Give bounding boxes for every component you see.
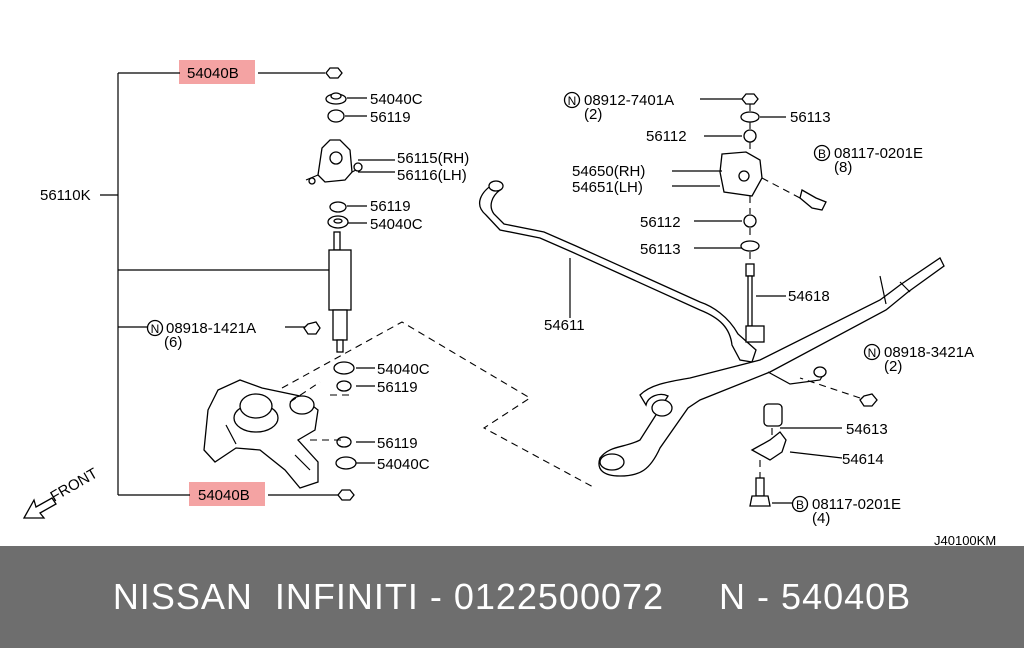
label-08117-bottom: 08117-0201E xyxy=(812,496,901,513)
label-54040c-4: 54040C xyxy=(377,456,430,473)
label-54651: 54651(LH) xyxy=(572,179,643,196)
shock-absorber xyxy=(328,231,352,353)
nut-54040b-top xyxy=(325,67,343,79)
steering-knuckle xyxy=(203,379,319,489)
label-08117-bottom-qty: (4) xyxy=(812,510,830,527)
nut-08912-7401a xyxy=(741,93,759,105)
label-56119-4: 56119 xyxy=(377,435,418,452)
washer-56113-1 xyxy=(740,111,760,123)
label-56119-1: 56119 xyxy=(370,109,411,126)
bracket-56115 xyxy=(305,139,363,185)
bushing-56112-1 xyxy=(743,129,757,143)
label-56119-2: 56119 xyxy=(370,198,411,215)
footer-bar: NISSAN INFINITI - 0122500072 N - 54040B xyxy=(0,546,1024,648)
diagram-code: J40100KM xyxy=(934,533,996,546)
svg-text:N: N xyxy=(568,94,577,108)
label-08918-3421a: 08918-3421A xyxy=(884,344,974,361)
label-56110k: 56110K xyxy=(40,187,91,204)
bushing-56119-4 xyxy=(336,436,352,448)
assembly-bracket xyxy=(100,72,330,496)
washer-54040c-2 xyxy=(327,215,349,229)
phantom-lines-right xyxy=(749,104,861,478)
left-leaders xyxy=(258,72,395,496)
label-56115: 56115(RH) xyxy=(397,150,469,167)
label-56112-2: 56112 xyxy=(640,214,681,231)
clamp-54614 xyxy=(750,431,787,461)
bushing-56119-3 xyxy=(336,380,352,392)
phantom-lines-left xyxy=(281,321,596,489)
highlight-bottom xyxy=(189,482,265,506)
footer-title: NISSAN INFINITI - 0122500072 N - 54040B xyxy=(112,576,912,617)
front-arrow-icon xyxy=(22,497,57,519)
label-08117-top-qty: (8) xyxy=(834,159,852,176)
label-56116: 56116(LH) xyxy=(397,167,467,184)
highlight-top xyxy=(179,60,255,84)
lower-link-frame xyxy=(598,257,945,477)
nut-08918-3421a xyxy=(859,393,878,407)
n-marker-1: N xyxy=(146,319,164,337)
bolt-08117-top xyxy=(799,189,827,211)
label-56112-1: 56112 xyxy=(646,128,687,145)
label-08918-1421a: 08918-1421A xyxy=(166,320,256,337)
label-54040c-1: 54040C xyxy=(370,91,423,108)
n-marker-3: N xyxy=(863,343,881,361)
link-54618 xyxy=(745,263,765,343)
label-56113-2: 56113 xyxy=(640,241,681,258)
stabilizer-bar xyxy=(478,180,757,363)
washer-54040c-3 xyxy=(333,361,355,375)
label-08117-top: 08117-0201E xyxy=(834,145,923,162)
n-marker-2: N xyxy=(563,91,581,109)
nut-54040b-bottom xyxy=(337,489,355,501)
label-54040c-3: 54040C xyxy=(377,361,430,378)
parts-diagram: N N N B B 54040B 54040C 56119 56115(RH) … xyxy=(22,60,996,546)
label-front: FRONT xyxy=(48,465,101,506)
bracket-54650 xyxy=(719,151,763,197)
bushing-54613 xyxy=(763,403,783,427)
b-marker-1: B xyxy=(813,144,831,162)
label-08912-7401a: 08912-7401A xyxy=(584,92,674,109)
nut-08918-1421a xyxy=(303,321,321,335)
label-08918-1421a-qty: (6) xyxy=(164,334,182,351)
label-54040c-2: 54040C xyxy=(370,216,423,233)
right-leaders xyxy=(569,98,843,504)
label-08918-3421a-qty: (2) xyxy=(884,358,902,375)
label-54650: 54650(RH) xyxy=(572,163,645,180)
washer-56113-2 xyxy=(740,240,760,252)
label-54613: 54613 xyxy=(846,421,888,438)
svg-text:N: N xyxy=(868,346,877,360)
washer-54040c-4 xyxy=(335,456,357,470)
b-marker-2: B xyxy=(791,495,809,513)
label-56119-3: 56119 xyxy=(377,379,418,396)
svg-text:B: B xyxy=(818,147,826,161)
bushing-56119-2 xyxy=(329,201,347,213)
label-08912-7401a-qty: (2) xyxy=(584,106,602,123)
label-54040b-top: 54040B xyxy=(187,65,239,82)
label-54040b-bottom: 54040B xyxy=(198,487,250,504)
label-54614: 54614 xyxy=(842,451,884,468)
label-56113-1: 56113 xyxy=(790,109,831,126)
svg-text:B: B xyxy=(796,498,804,512)
bushing-56119-1 xyxy=(327,109,345,123)
bolt-08117-bottom xyxy=(749,477,771,507)
label-54618: 54618 xyxy=(788,288,830,305)
svg-text:N: N xyxy=(151,322,160,336)
label-54611: 54611 xyxy=(544,317,585,334)
bushing-56112-2 xyxy=(743,214,757,228)
washer-54040c-1 xyxy=(325,92,347,105)
